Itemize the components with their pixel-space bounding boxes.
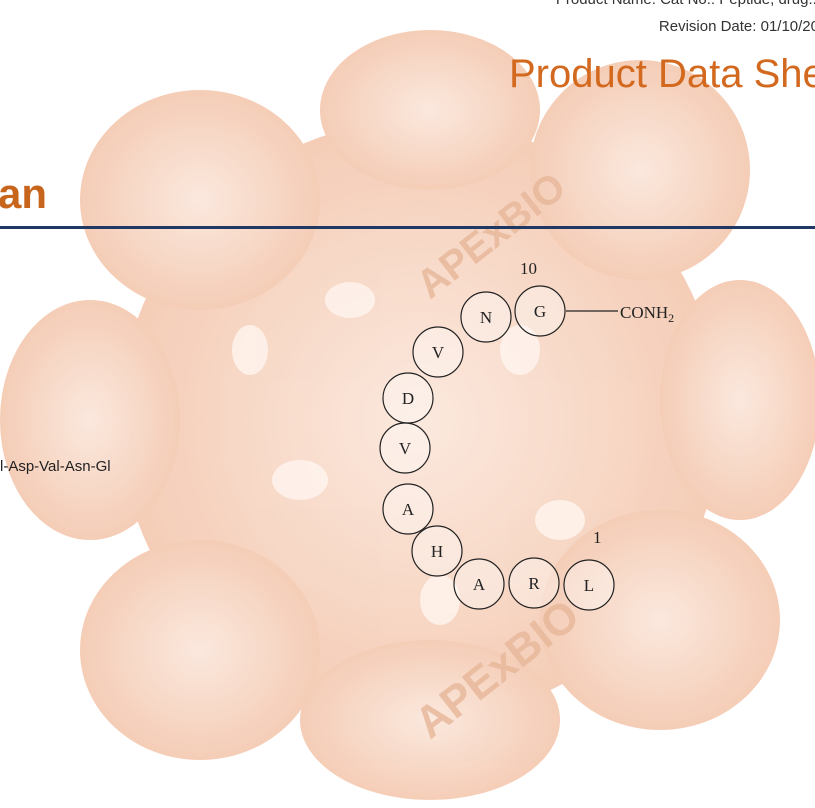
residue-9: N xyxy=(460,291,512,343)
residue-label: H xyxy=(431,542,443,561)
product-name: an xyxy=(0,170,48,217)
divider xyxy=(0,226,815,229)
blob-shape xyxy=(0,30,815,800)
residue-label: A xyxy=(473,575,486,594)
terminal-group: CONH2 xyxy=(620,303,674,325)
residue-label: V xyxy=(432,343,445,362)
residue-5: A xyxy=(382,483,434,535)
page-title: Product Data Shee xyxy=(509,52,815,96)
sequence-text: l-Asp-Val-Asn-Gl xyxy=(0,458,111,475)
residue-7: D xyxy=(382,372,434,424)
revision-date: Revision Date: 01/10/20 xyxy=(658,18,815,35)
residue-2: R xyxy=(508,557,560,609)
residue-label: L xyxy=(584,576,594,595)
residue-4: H xyxy=(411,525,463,577)
residue-label: R xyxy=(528,574,540,593)
residue-label: V xyxy=(399,439,412,458)
residue-label: N xyxy=(480,308,492,327)
start-number: 1 xyxy=(593,528,602,547)
catalog-line: Product Name: Cat No.: Peptide, drug... xyxy=(556,0,815,8)
residue-3: A xyxy=(453,558,505,610)
residue-label: A xyxy=(402,500,415,519)
residue-10: G xyxy=(514,285,566,337)
residue-1: L xyxy=(563,559,615,611)
residue-label: D xyxy=(402,389,414,408)
residue-6: V xyxy=(379,422,431,474)
end-number: 10 xyxy=(520,259,537,278)
residue-8: V xyxy=(412,326,464,378)
residue-label: G xyxy=(534,302,546,321)
blob-highlights xyxy=(232,282,585,625)
